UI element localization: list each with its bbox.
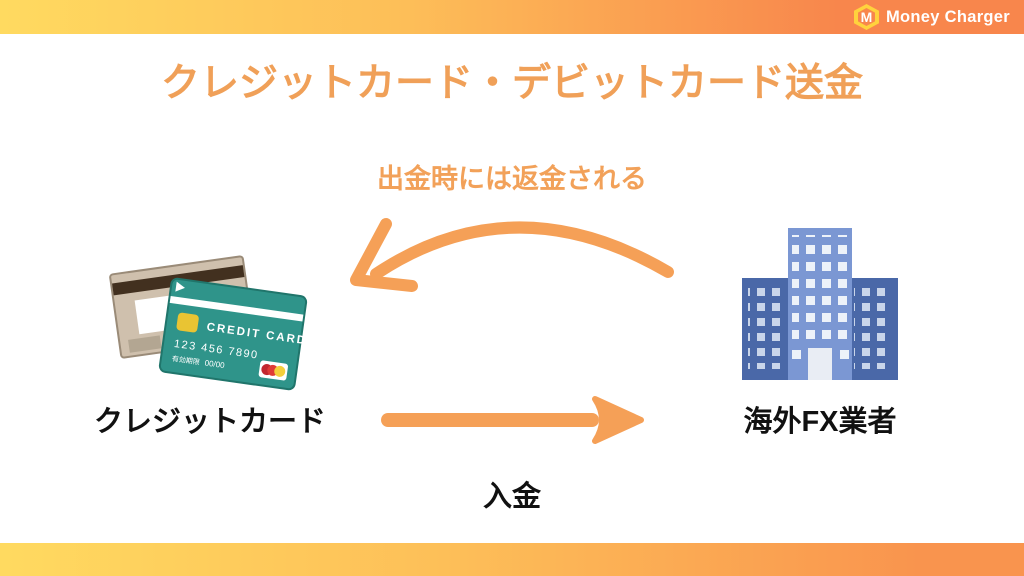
card-corner-triangle [175, 281, 186, 293]
page-title: クレジットカード・デビットカード送金 [160, 62, 863, 105]
card-brand-text: CREDIT CARD [205, 321, 308, 348]
card-expiry-label: 有効期限 [171, 355, 201, 367]
refund-caption: 出金時には返金される [377, 164, 647, 194]
brand-name: Money Charger [885, 7, 1010, 26]
bottom-gradient-bar [0, 543, 1024, 576]
deposit-caption: 入金 [482, 481, 541, 513]
card-back-patch [128, 335, 162, 353]
logo-monogram: M [860, 9, 873, 25]
deposit-arrow [381, 396, 644, 444]
fx-broker-building-illustration [742, 228, 898, 380]
return-arrow [350, 218, 674, 292]
top-gradient-bar: M Money Charger [0, 0, 1024, 34]
card-expiry-value: 00/00 [204, 358, 226, 371]
sender-label: クレジットカード [93, 406, 326, 438]
hexagon-inner [857, 8, 875, 26]
brand-logo: M Money Charger [853, 4, 1010, 30]
card-network-mark [258, 360, 289, 381]
mark-circle-yellow [273, 365, 286, 378]
money-charger-hexagon-icon: M [853, 4, 879, 30]
card-chip [175, 312, 200, 333]
receiver-label: 海外FX業者 [743, 406, 897, 438]
